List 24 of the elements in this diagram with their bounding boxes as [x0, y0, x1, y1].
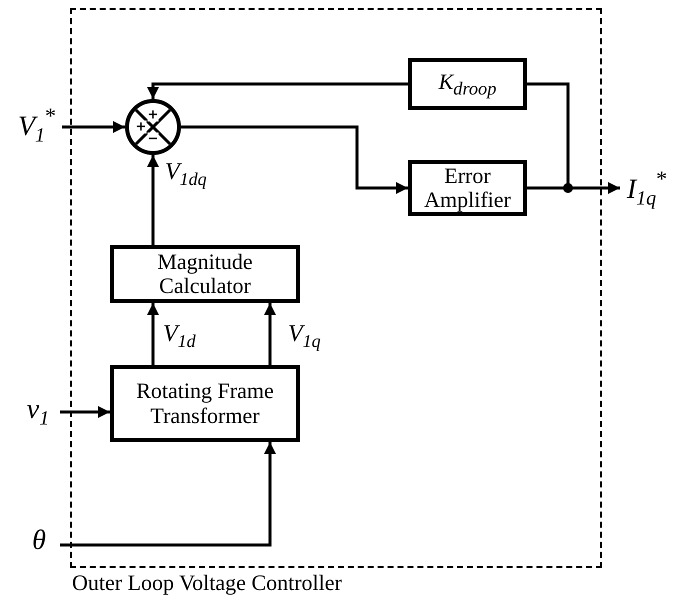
signal-arrow	[60, 406, 110, 418]
signal-name: v$_{1}$	[26, 394, 50, 430]
signal-arrow	[181, 126, 408, 194]
signal-name: θ	[32, 525, 46, 557]
block-label: Magnitude Calculator	[156, 250, 254, 298]
signal-arrow	[60, 442, 276, 546]
sign: +	[148, 108, 158, 122]
sign: +	[136, 120, 146, 134]
signal-arrow	[147, 303, 159, 365]
signal-arrow	[147, 82, 408, 99]
block	[408, 160, 527, 216]
signal-arrow	[147, 155, 159, 245]
signal-arrow	[62, 121, 125, 133]
controller-title: Outer Loop Voltage Controller	[72, 570, 342, 596]
signal-arrow	[264, 303, 276, 365]
edge-label: V$_{1q}$	[288, 322, 321, 350]
block	[110, 245, 300, 303]
block-label: Error Amplifier	[423, 164, 512, 212]
block-label: Rotating Frame Transformer	[135, 379, 275, 428]
edge-label: V$_{1d}$	[163, 322, 196, 350]
edge-label: V$_{1dq}$	[165, 160, 207, 188]
block	[110, 365, 300, 442]
block-label: K$_{droop}$	[438, 70, 496, 98]
block	[408, 58, 527, 110]
